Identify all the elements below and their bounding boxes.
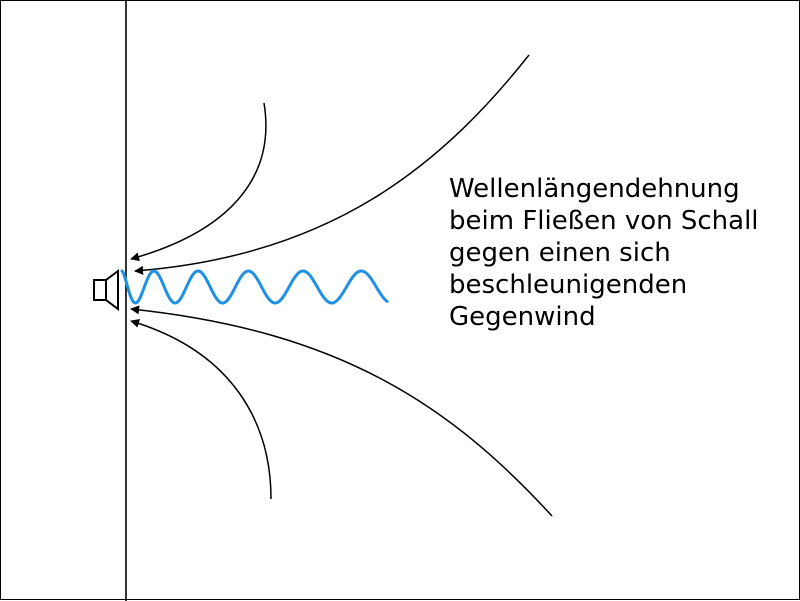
flow-line-upper-inner (130, 102, 267, 262)
caption-line-2: beim Fließen von Schall (449, 206, 759, 236)
sound-wave (120, 269, 389, 305)
caption-line-3: gegen einen sich (449, 238, 671, 268)
caption-line-5: Gegenwind (449, 302, 596, 332)
flow-line-upper-outer (134, 54, 530, 275)
flow-line-lower-outer (130, 305, 553, 517)
caption-line-1: Wellenlängendehnung (449, 174, 740, 204)
caption: Wellenlängendehnung beim Fließen von Sch… (449, 173, 789, 333)
flow-line-lower-inner (130, 319, 272, 500)
caption-line-4: beschleunigenden (449, 270, 688, 300)
speaker-icon (93, 269, 119, 311)
